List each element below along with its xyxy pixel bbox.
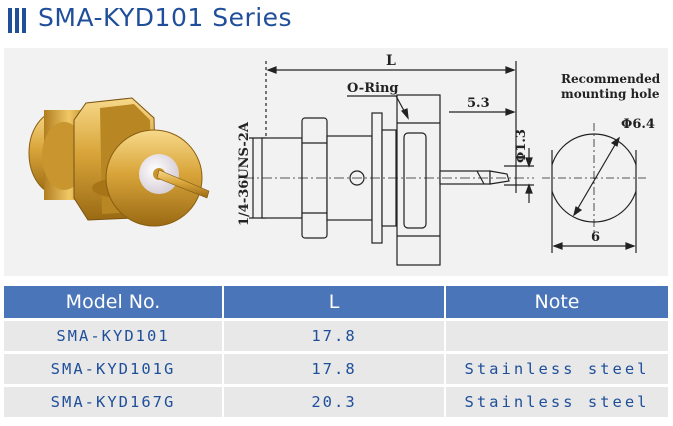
cell-l: 17.8 — [224, 321, 446, 351]
table-row: SMA-KYD101G 17.8 Stainless steel — [4, 354, 668, 384]
page-header: SMA-KYD101 Series — [0, 0, 673, 40]
figure-svg: L O-Ring 5.3 Φ1.3 1/4-36UNS-2A Recommend… — [28, 53, 661, 266]
recommended-label: Recommended — [561, 72, 661, 86]
spec-table: Model No. L Note SMA-KYD101 17.8 SMA-KYD… — [4, 283, 668, 420]
dim-6-4-label: Φ6.4 — [621, 117, 655, 132]
cell-l: 17.8 — [224, 354, 446, 384]
dim-6-label: 6 — [591, 230, 600, 245]
mounting-hole-label: mounting hole — [561, 87, 660, 101]
table-row: SMA-KYD167G 20.3 Stainless steel — [4, 387, 668, 417]
column-header-l: L — [224, 286, 446, 318]
column-header-note: Note — [446, 286, 668, 318]
title-bar-mark — [8, 8, 12, 33]
thread-label: 1/4-36UNS-2A — [237, 121, 252, 226]
cell-note: Stainless steel — [446, 387, 668, 417]
cell-note — [446, 321, 668, 351]
table-header-row: Model No. L Note — [4, 286, 668, 318]
page-title: SMA-KYD101 Series — [38, 3, 293, 32]
dim-1-3-label: Φ1.3 — [514, 129, 529, 163]
cell-l: 20.3 — [224, 387, 446, 417]
connector-photo — [28, 97, 210, 227]
cell-model: SMA-KYD101G — [4, 354, 224, 384]
table-row: SMA-KYD101 17.8 — [4, 321, 668, 351]
title-bar-mark — [15, 8, 19, 33]
dim-l-label: L — [386, 53, 396, 69]
column-header-model: Model No. — [4, 286, 224, 318]
o-ring-label: O-Ring — [347, 81, 398, 96]
cell-model: SMA-KYD167G — [4, 387, 224, 417]
dim-5-3-label: 5.3 — [467, 96, 490, 111]
cell-model: SMA-KYD101 — [4, 321, 224, 351]
title-bar-mark — [22, 8, 26, 33]
product-figure: L O-Ring 5.3 Φ1.3 1/4-36UNS-2A Recommend… — [4, 48, 668, 276]
mounting-hole-drawing — [542, 123, 649, 253]
cell-note: Stainless steel — [446, 354, 668, 384]
side-view-drawing — [244, 61, 534, 266]
